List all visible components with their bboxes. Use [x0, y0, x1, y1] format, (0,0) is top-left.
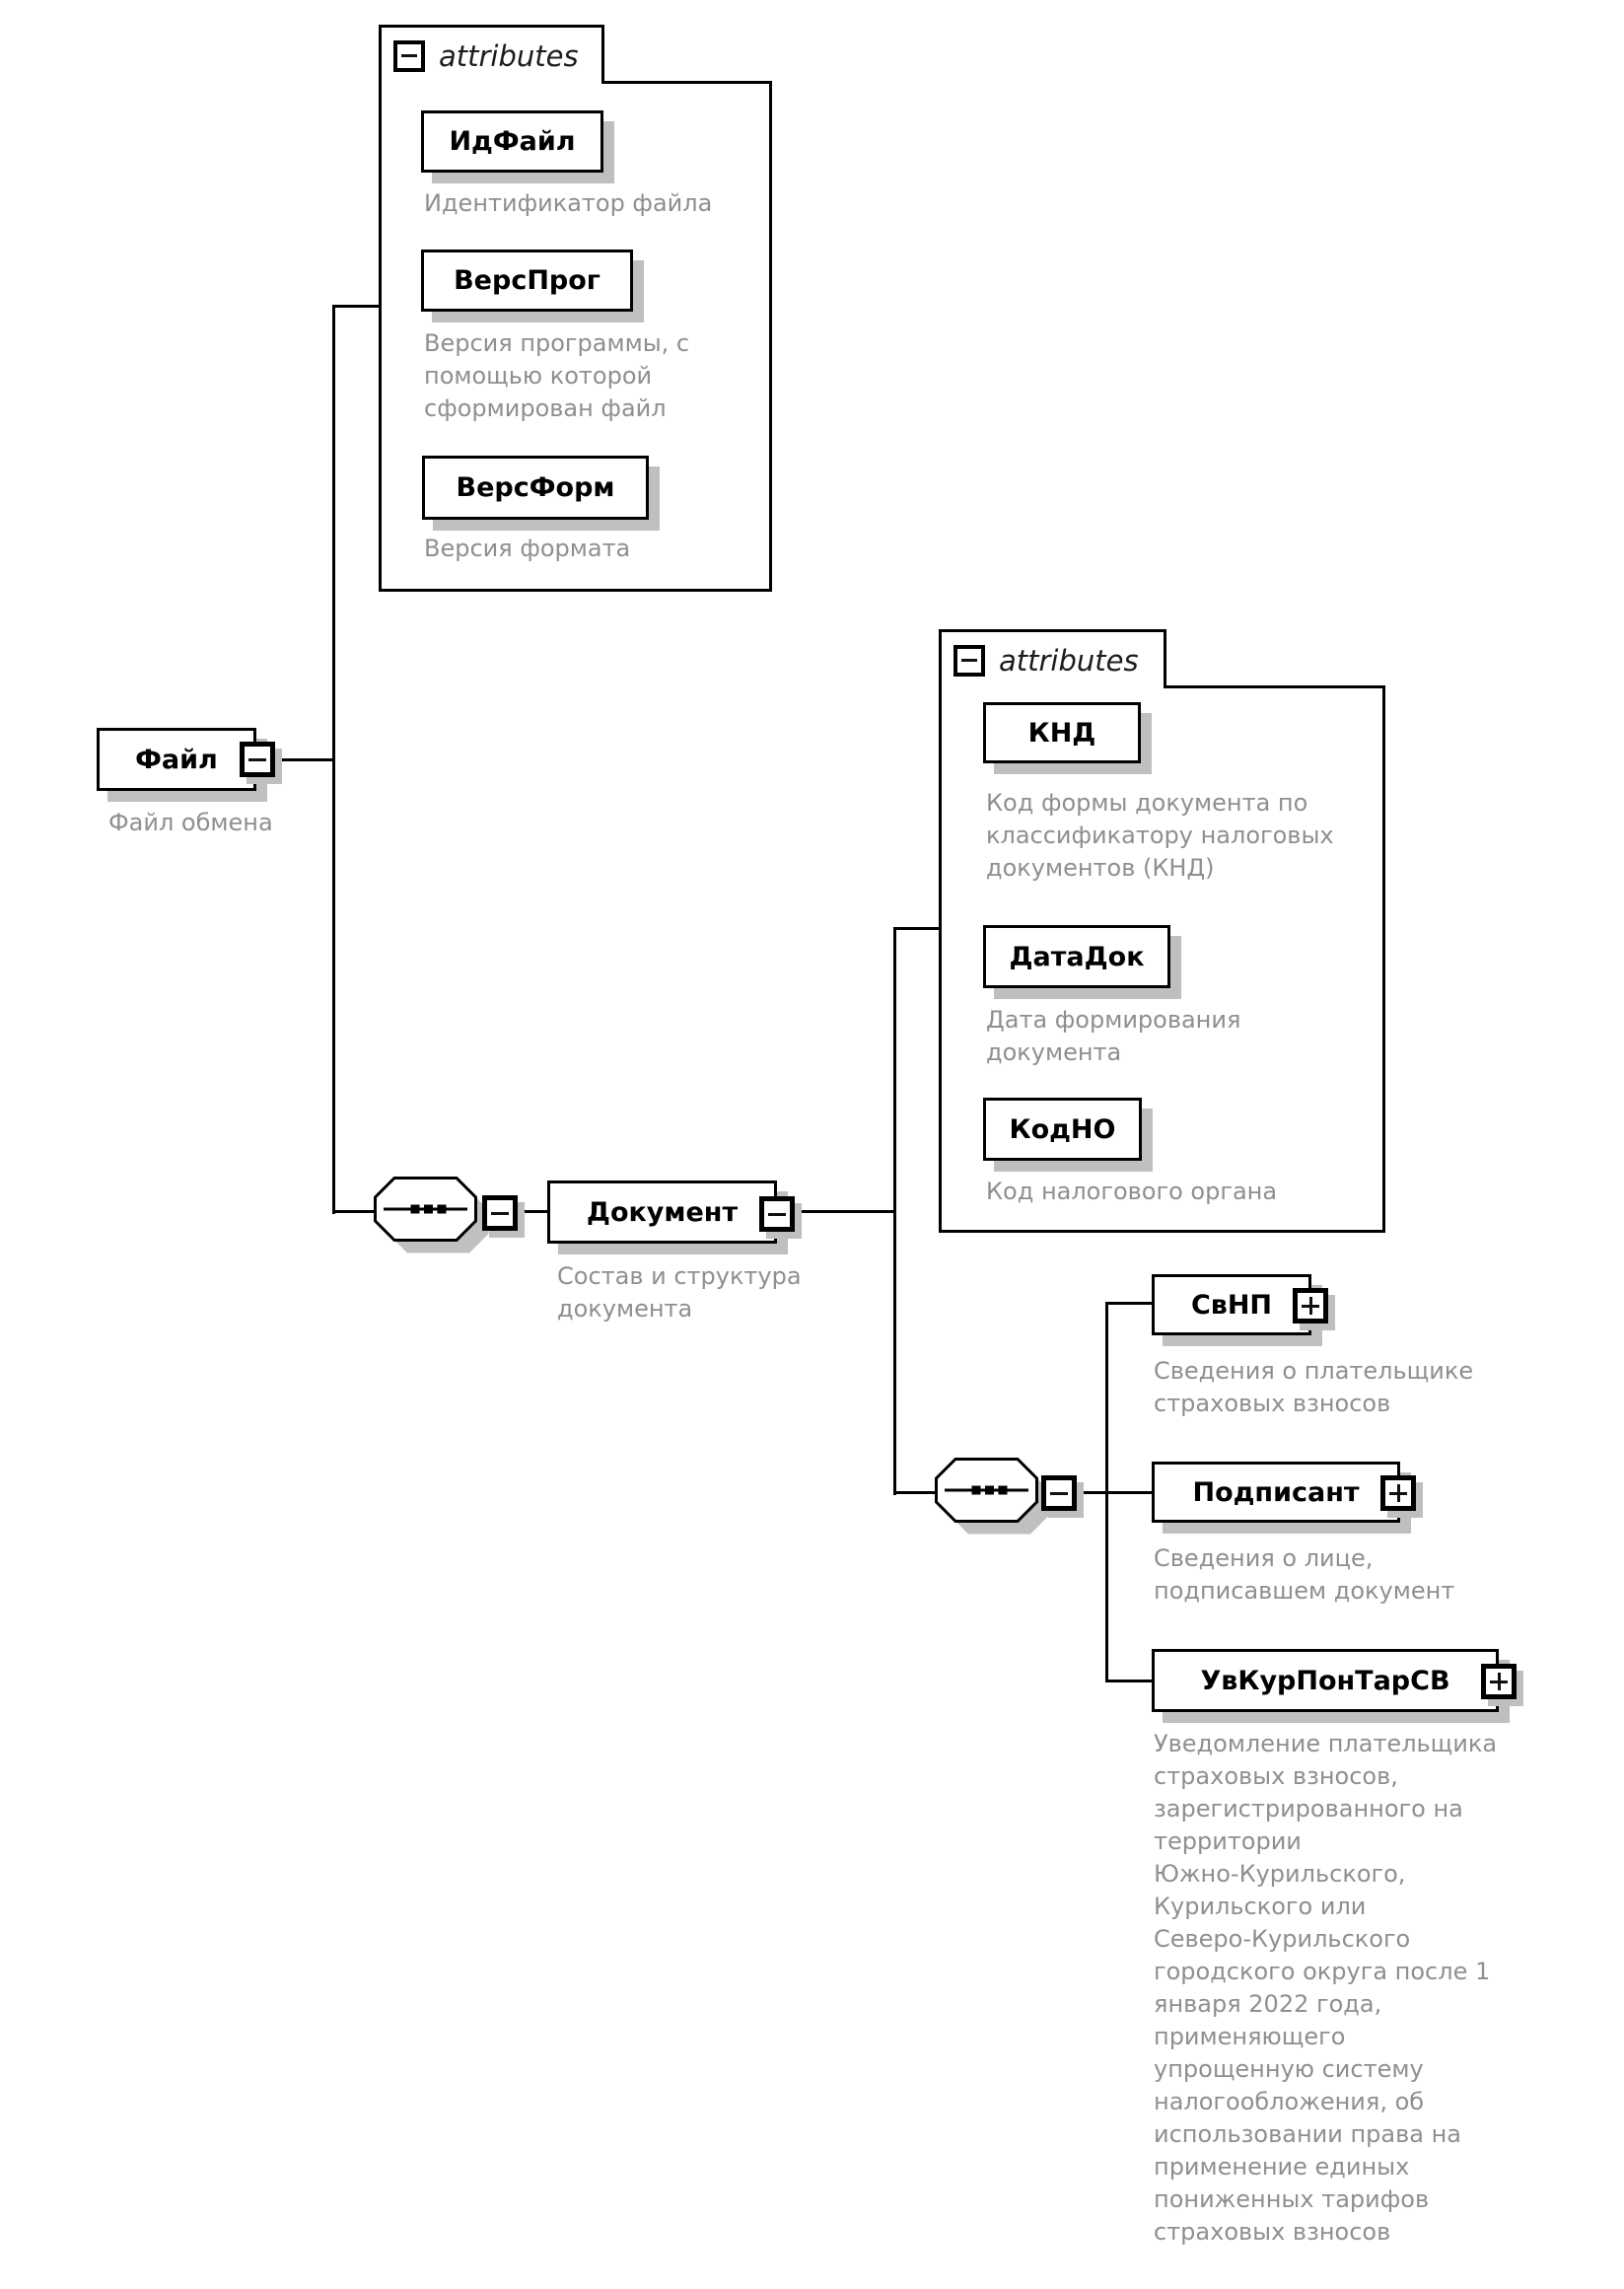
element-name: Файл [135, 744, 218, 775]
collapse-icon[interactable] [393, 39, 425, 72]
expand-icon[interactable] [1481, 1664, 1517, 1699]
element-name: Подписант [1192, 1476, 1360, 1508]
connector-line [893, 927, 941, 930]
connector-line [1105, 1302, 1152, 1305]
connector-line [333, 1210, 380, 1213]
element-box-dokument[interactable]: Документ [547, 1180, 777, 1244]
document-attributes-tab: attributes [939, 629, 1166, 688]
element-box-uvkurpontarsv[interactable]: УвКурПонТарСВ [1152, 1649, 1499, 1712]
element-caption: Сведения о плательщике страховых взносов [1154, 1357, 1474, 1417]
attribute-caption: Дата формирования документа [986, 1006, 1241, 1066]
element-name: УвКурПонТарСВ [1200, 1665, 1450, 1696]
attribute-box-idfayl[interactable]: ИдФайл [421, 110, 603, 173]
attributes-label: attributes [999, 643, 1139, 678]
connector-line [332, 305, 335, 1214]
connector-line [893, 1491, 939, 1494]
collapse-icon[interactable] [953, 644, 985, 677]
connector-line [793, 1210, 896, 1213]
connector-line [1077, 1491, 1154, 1494]
attribute-caption: Версия программы, с помощью которой сфор… [424, 329, 690, 422]
connector-line [333, 305, 379, 308]
connector-line [516, 1210, 549, 1213]
connector-line [1105, 1680, 1152, 1682]
attribute-name: ДатаДок [1009, 941, 1145, 972]
attribute-caption: Код формы документа по классификатору на… [986, 789, 1334, 882]
collapse-icon[interactable] [240, 742, 275, 777]
attribute-box-versprog[interactable]: ВерсПрог [421, 250, 633, 312]
element-box-svnp[interactable]: СвНП [1152, 1274, 1311, 1335]
attribute-name: ВерсПрог [454, 265, 600, 296]
connector-line [273, 758, 333, 761]
element-caption: Сведения о лице, подписавшем документ [1154, 1544, 1455, 1605]
element-box-podpisant[interactable]: Подписант [1152, 1462, 1400, 1523]
collapse-icon[interactable] [759, 1196, 795, 1232]
expand-icon[interactable] [1380, 1475, 1416, 1511]
element-name: СвНП [1190, 1289, 1273, 1321]
attributes-label: attributes [439, 38, 579, 73]
element-caption: Уведомление плательщика страховых взносо… [1154, 1730, 1498, 2246]
attribute-box-kodno[interactable]: КодНО [983, 1098, 1142, 1161]
collapse-icon[interactable] [482, 1195, 518, 1231]
element-caption: Файл обмена [108, 809, 273, 836]
attribute-caption: Версия формата [424, 535, 631, 562]
attribute-caption: Код налогового органа [986, 1178, 1278, 1205]
attribute-name: КНД [1027, 717, 1096, 749]
attribute-name: КодНО [1009, 1113, 1116, 1145]
file-attributes-tab: attributes [379, 25, 604, 84]
collapse-icon[interactable] [1041, 1475, 1077, 1511]
connector-line [1105, 1302, 1108, 1682]
element-caption: Состав и структура документа [557, 1262, 802, 1323]
attribute-caption: Идентификатор файла [424, 189, 713, 217]
connector-line [893, 927, 896, 1495]
attribute-box-versform[interactable]: ВерсФорм [422, 456, 649, 520]
element-name: Документ [586, 1196, 739, 1228]
element-box-fayl[interactable]: Файл [97, 728, 256, 791]
attribute-name: ВерсФорм [456, 472, 615, 503]
sequence-indicator[interactable] [935, 1458, 1057, 1542]
expand-icon[interactable] [1293, 1288, 1328, 1323]
attribute-box-knd[interactable]: КНД [983, 702, 1141, 763]
attribute-name: ИдФайл [449, 126, 576, 157]
attribute-box-datadok[interactable]: ДатаДок [983, 925, 1170, 988]
sequence-indicator[interactable] [374, 1177, 496, 1261]
